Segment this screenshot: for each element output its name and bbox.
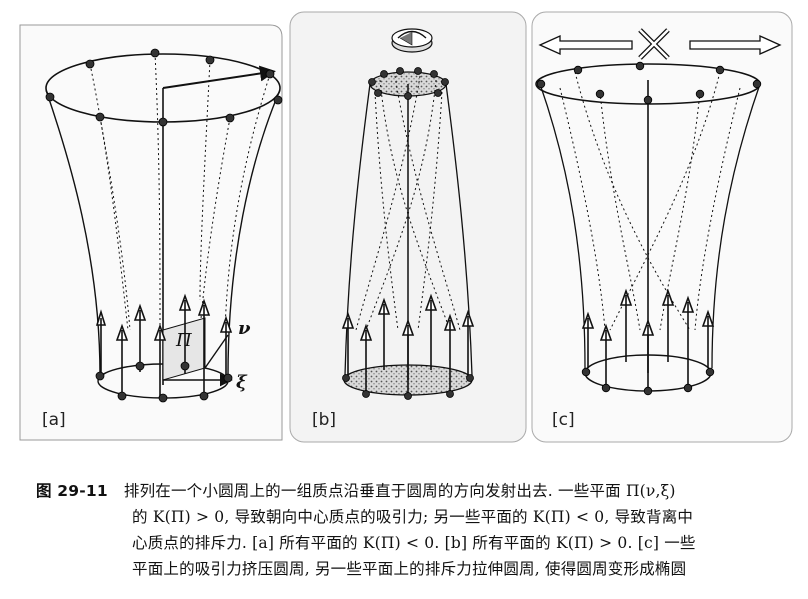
panel-a-label: [a] xyxy=(42,410,66,430)
caption-line-4: 平面上的吸引力挤压圆周, 另一些平面上的排斥力拉伸圆周, 使得圆周变形成椭圆 xyxy=(132,560,687,578)
stretch-arrow-icon xyxy=(538,28,782,60)
panel-c-label: [c] xyxy=(552,410,575,430)
figure-illustration: Π ν ξ xyxy=(19,11,793,443)
panel-c-diagram xyxy=(535,28,782,396)
nu-label: ν xyxy=(238,318,251,339)
caption-line-2: 的 K(Π) > 0, 导致朝向中心质点的吸引力; 另一些平面的 K(Π) < … xyxy=(132,508,694,526)
caption-line-1: 图 29-11 排列在一个小圆周上的一组质点沿垂直于圆周的方向发射出去. 一些平面… xyxy=(36,478,776,504)
panel-a-diagram xyxy=(45,48,283,403)
plane-label: Π xyxy=(175,330,192,351)
panel-a-frame xyxy=(19,24,283,441)
panel-b-diagram xyxy=(341,28,475,400)
panel-b-label: [b] xyxy=(312,410,337,430)
caption-text-1: 排列在一个小圆周上的一组质点沿垂直于圆周的方向发射出去. 一些平面 Π(ν,ξ) xyxy=(123,482,676,500)
figure-caption: 图 29-11 排列在一个小圆周上的一组质点沿垂直于圆周的方向发射出去. 一些平面… xyxy=(36,478,776,582)
caption-line-3: 心质点的排斥力. [a] 所有平面的 K(Π) < 0. [b] 所有平面的 K… xyxy=(132,534,696,552)
xi-label: ξ xyxy=(236,372,248,393)
figure-number: 图 29-11 xyxy=(36,482,108,500)
rotation-icon xyxy=(391,28,433,53)
